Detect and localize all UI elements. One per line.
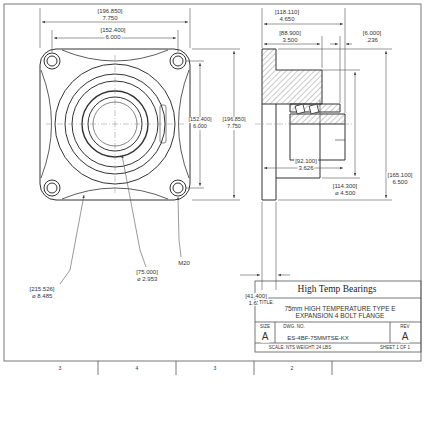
dimension-text: 4.650 xyxy=(278,16,295,22)
title-block-text: A xyxy=(401,332,410,343)
dimension-text: [114.300] xyxy=(332,183,359,189)
center-lines xyxy=(46,55,184,195)
dimension-text: 3.500 xyxy=(281,37,298,43)
title-block-text: High Temp Bearings xyxy=(297,285,378,295)
dimension-text: [165.100] xyxy=(386,172,413,178)
dimension-text: [41.400] xyxy=(244,293,268,299)
dimension-text: 6.000 xyxy=(192,124,208,130)
dimension-text: M20 xyxy=(177,260,191,266)
dimension-text: [196.850] xyxy=(222,117,247,123)
section-center-line xyxy=(255,124,352,125)
flange-section-view xyxy=(262,49,345,200)
title-block-text: SHEET 1 OF 1 xyxy=(379,346,411,351)
dimension-text: .236 xyxy=(365,37,379,43)
title-block xyxy=(255,281,421,352)
dimension-text: ⌀ 2.953 xyxy=(136,276,159,282)
title-block-text: DWG. NO. xyxy=(282,325,306,330)
dimension-text: 3.626 xyxy=(297,165,314,171)
zone-number: 4 xyxy=(135,366,140,371)
dimension-lines xyxy=(240,8,392,290)
dimension-text: 6.500 xyxy=(391,179,408,185)
title-block-text: A xyxy=(261,332,270,343)
sheet-border xyxy=(4,4,421,361)
dimension-text: [152.400] xyxy=(188,117,213,123)
dimension-text: [152.400] xyxy=(99,27,126,33)
dimension-text: 7.750 xyxy=(101,15,118,21)
dimension-text: ⌀ 8.485 xyxy=(31,293,54,299)
zone-ticks xyxy=(98,361,332,375)
title-block-text: 75mm HIGH TEMPERATURE TYPE E EXPANSION 4… xyxy=(264,306,416,320)
dimension-text: 7.750 xyxy=(226,124,242,130)
dimension-text: ⌀ 4.500 xyxy=(334,190,357,196)
dimension-text: [196.850] xyxy=(96,8,123,14)
zone-number: 2 xyxy=(290,366,295,371)
dimension-text: 6.000 xyxy=(104,34,121,40)
dimension-text: [215.526] xyxy=(28,286,55,292)
title-block-text: TITLE: xyxy=(258,300,275,305)
dimension-text: [88.900] xyxy=(278,30,302,36)
title-block-text: REV xyxy=(399,325,410,330)
dimension-lines xyxy=(40,8,240,284)
dimension-text: [75.000] xyxy=(135,269,159,275)
title-block-text: SIZE xyxy=(259,325,271,330)
dimension-text: [118.110] xyxy=(274,9,300,15)
zone-number: 3 xyxy=(58,366,63,371)
zone-number: 3 xyxy=(213,366,218,371)
dimension-text: [92.100] xyxy=(294,158,318,164)
dimension-text: [6.000] xyxy=(362,30,382,36)
flange-front-view xyxy=(40,49,190,200)
title-block-text: SCALE: NTS WEIGHT: 24 LBS xyxy=(268,346,332,351)
title-block-text: ES-4BF-75MMTSE-KX xyxy=(286,335,349,341)
